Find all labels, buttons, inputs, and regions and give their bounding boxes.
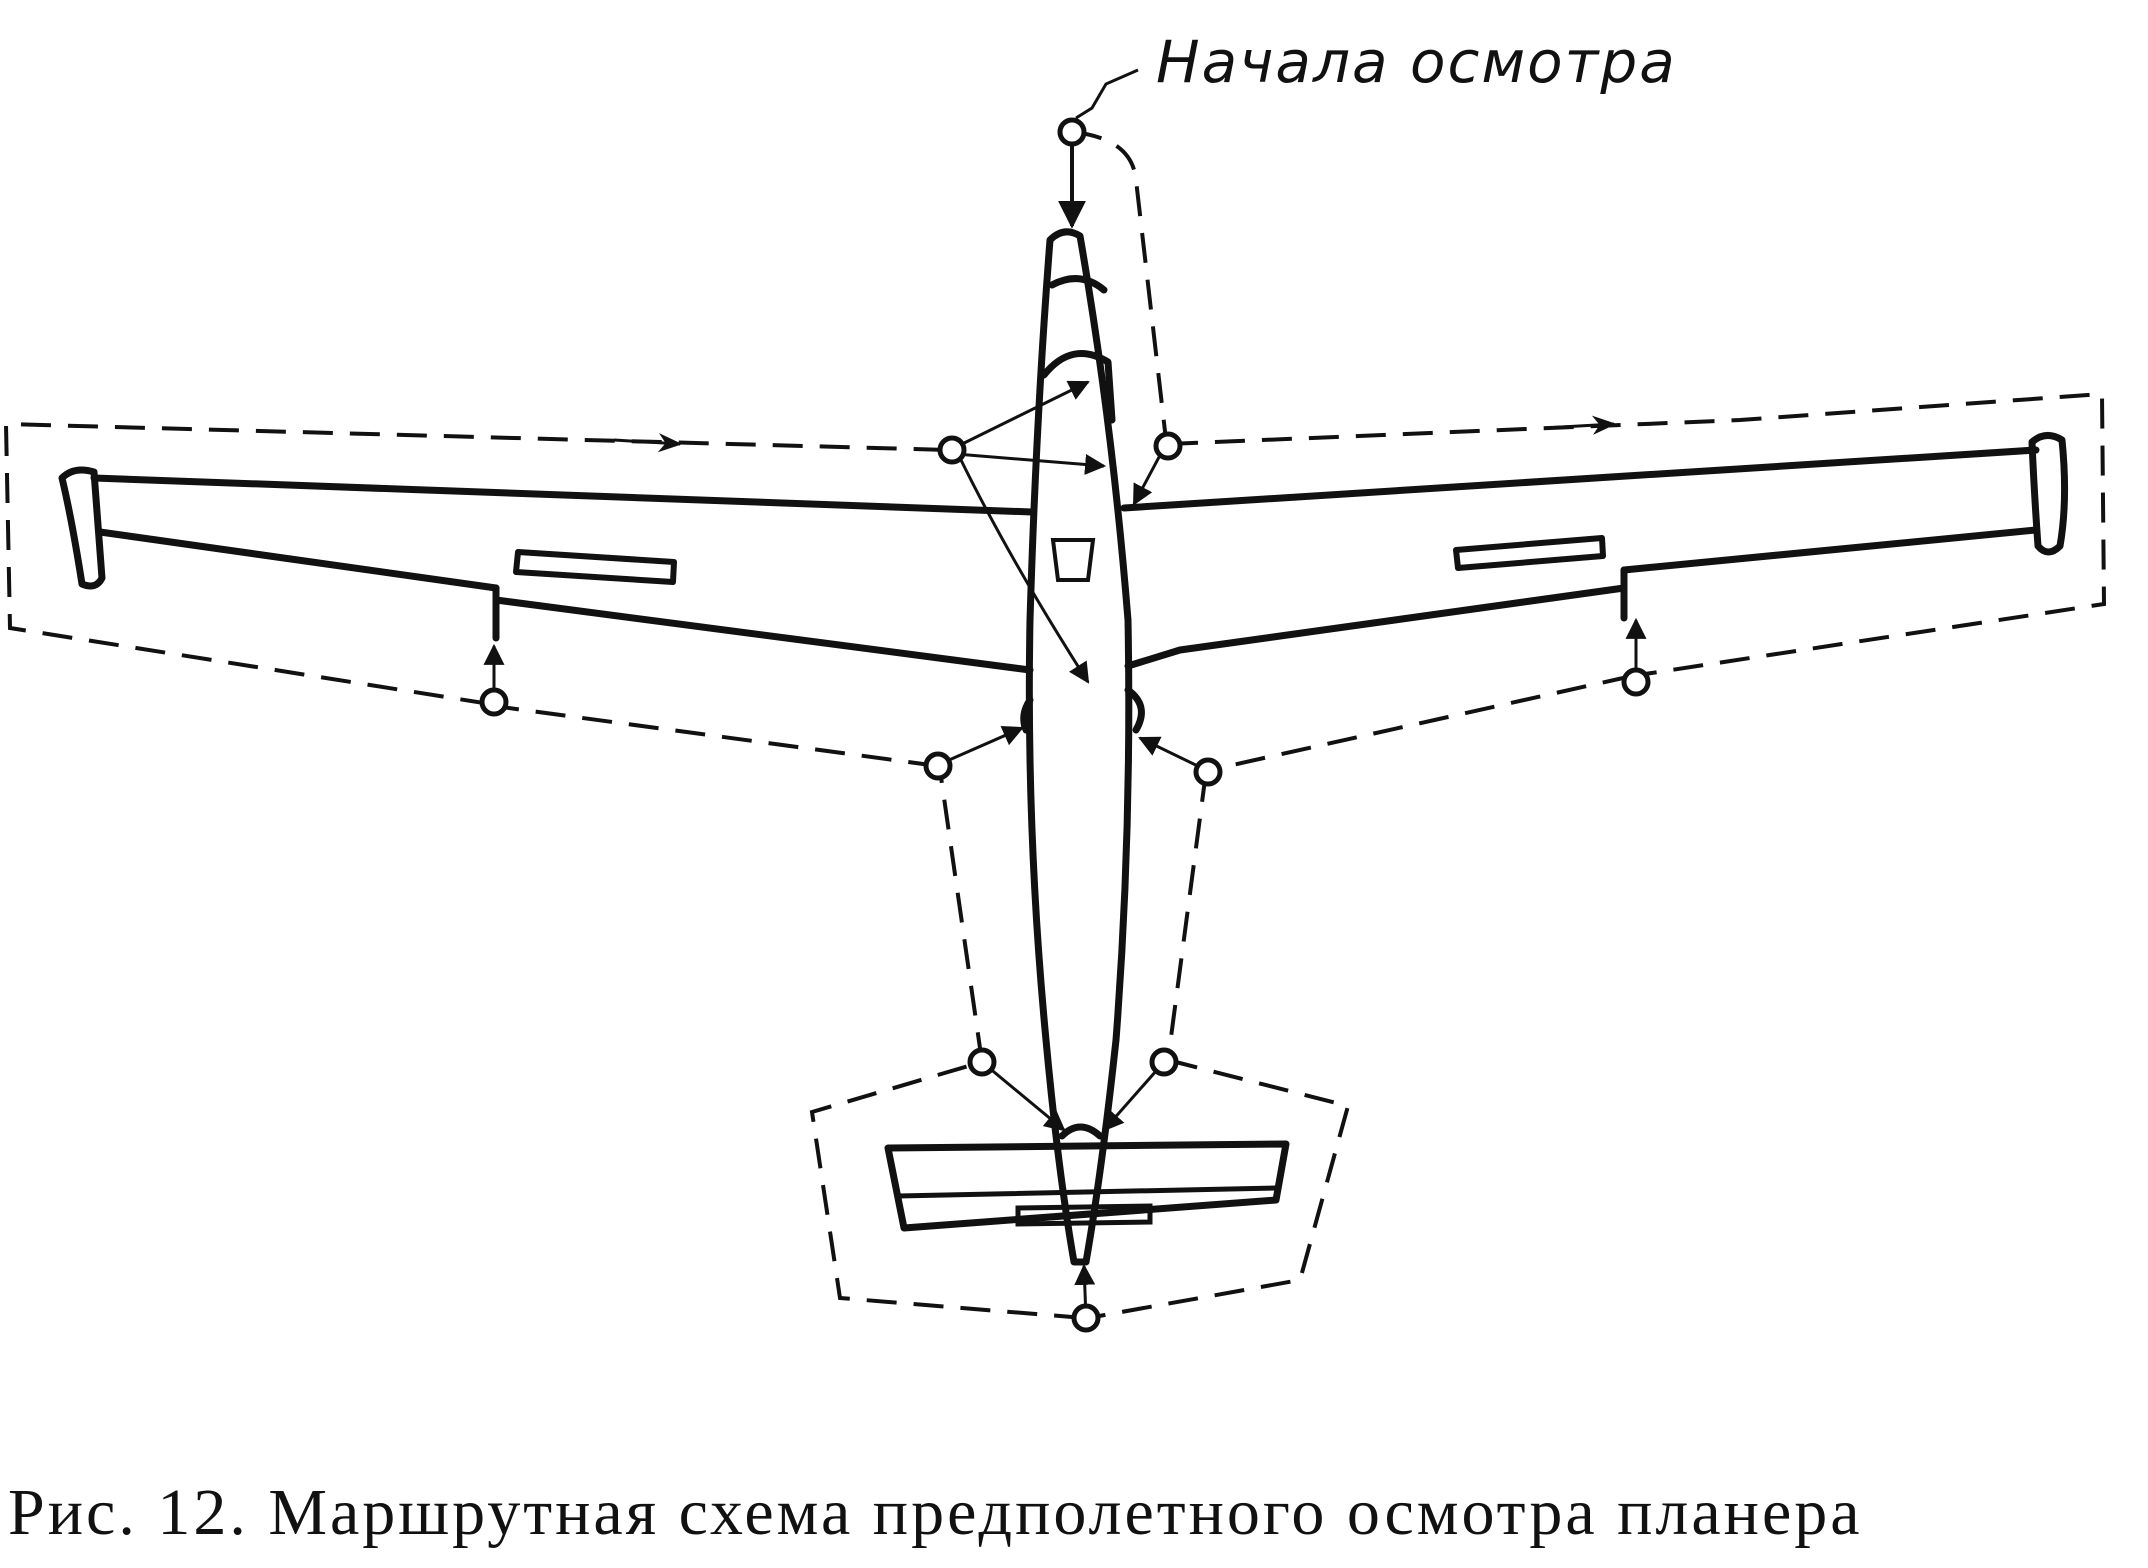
- left-wingtip: [58, 466, 106, 590]
- start-label: Начала осмотра: [1156, 28, 1677, 96]
- route-right-tail: [1087, 1058, 1351, 1320]
- figure-caption: Рис. 12. Маршрутная схема предполетного …: [8, 1476, 1863, 1549]
- inspection-points: [479, 117, 1651, 1333]
- label-leader: [1075, 68, 1139, 120]
- route-arrow-right: [1543, 415, 1617, 435]
- right-wingtip: [2028, 432, 2069, 556]
- left-spoiler: [513, 549, 677, 585]
- stop-left-flap: [479, 687, 509, 717]
- right-spoiler: [1453, 535, 1606, 571]
- stop-left-cockpit: [937, 435, 967, 465]
- canopy: [1040, 350, 1116, 424]
- route-left-box: [3, 421, 951, 706]
- glider-outline: [58, 228, 2069, 1266]
- fuselage: [1025, 228, 1133, 1266]
- inspection-route: [3, 130, 2107, 1320]
- trim-tab: [1015, 1203, 1153, 1227]
- left-wing-root-fillet: [1020, 696, 1034, 734]
- stop-right-cockpit: [1153, 431, 1183, 461]
- arrow-left-tail: [981, 1060, 1066, 1132]
- arrow-to-cockpit: [955, 452, 1107, 475]
- arrow-left-root: [939, 725, 1024, 766]
- stop-right-flap: [1621, 667, 1651, 697]
- arrow-right-root-rear: [1138, 736, 1207, 772]
- cockpit-seat: [1050, 538, 1096, 582]
- route-left-trailing: [493, 704, 939, 768]
- inspection-arrows: [483, 68, 1647, 1319]
- route-arrow-left: [613, 433, 683, 453]
- arrow-right-tail: [1102, 1061, 1166, 1132]
- route-right-trailing: [1209, 674, 1633, 772]
- arrow-to-fuselage: [958, 457, 1090, 684]
- arrow-to-canopy: [953, 380, 1090, 450]
- right-wing-leading-edge: [1120, 446, 2040, 512]
- left-wing-leading-edge: [90, 474, 1036, 516]
- stop-tail-end: [1071, 1303, 1101, 1333]
- stop-left-tail: [967, 1047, 997, 1077]
- nose-cone: [1048, 275, 1108, 294]
- tailplane: [884, 1140, 1290, 1232]
- right-wing-root-fillet: [1124, 686, 1145, 734]
- route-right-fuselage: [1166, 771, 1208, 1061]
- route-left-fuselage: [938, 769, 984, 1063]
- stop-right-root: [1193, 757, 1223, 787]
- right-wing-trailing-edge: [1124, 526, 2040, 670]
- stop-left-root: [923, 751, 953, 781]
- elevator-hinge-line: [895, 1185, 1279, 1199]
- stop-start: [1057, 117, 1087, 147]
- route-left-tail: [809, 1060, 1085, 1320]
- tail-fairing: [1058, 1123, 1104, 1140]
- stop-right-tail: [1149, 1047, 1179, 1077]
